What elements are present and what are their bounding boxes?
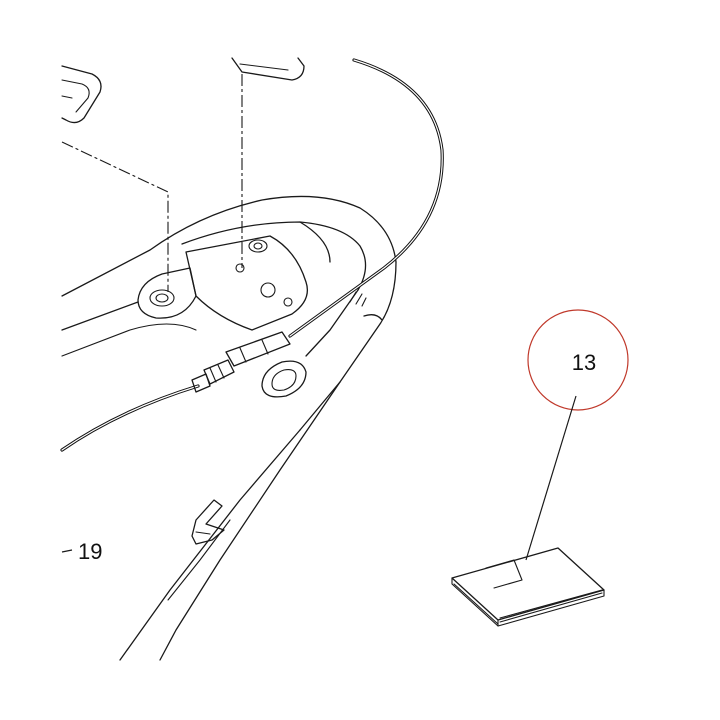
callout-13-highlight-circle: [527, 309, 629, 411]
callout-13[interactable]: 13: [525, 309, 629, 561]
manual-booklet: [451, 547, 605, 627]
callout-13-label: 13: [572, 350, 596, 375]
control-cable: [60, 58, 444, 452]
callout-19-leader: [61, 549, 73, 553]
upper-left-bracket: [61, 65, 102, 124]
callout-19[interactable]: 19: [61, 539, 102, 564]
top-mounting-tab: [231, 57, 305, 81]
frame-body: [61, 195, 397, 661]
callout-13-leader: [525, 395, 577, 561]
alignment-lines: [61, 74, 243, 292]
callout-19-label: 19: [78, 539, 102, 564]
